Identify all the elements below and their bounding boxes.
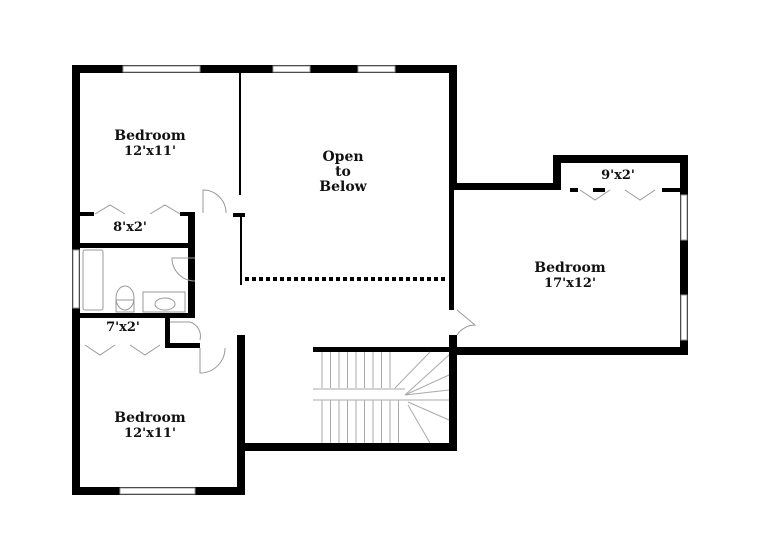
room-name: Bedroom (114, 410, 186, 426)
room-dimensions: 8'x2' (113, 220, 147, 235)
room-dimensions: 9'x2' (601, 168, 635, 183)
room-dimensions: 7'x2' (106, 320, 140, 335)
stair-tread (404, 389, 450, 396)
doors (84, 189, 656, 374)
wall-open-right (449, 65, 457, 190)
label-line: Open (322, 149, 364, 165)
room-label-bedroom-3: Bedroom 12'x11' (114, 410, 186, 442)
wall-right (680, 155, 688, 355)
room-dimensions: 17'x12' (544, 276, 596, 291)
sink (154, 297, 176, 311)
room-label-bedroom-2: Bedroom 17'x12' (534, 260, 606, 292)
stair-tread (404, 374, 450, 396)
stair-tread (407, 404, 431, 444)
stair-tread (407, 401, 450, 421)
stair-tread (394, 351, 431, 389)
room-label-closet-7x2: 7'x2' (106, 320, 140, 335)
windows (72, 65, 688, 495)
bathroom-fixtures (82, 249, 186, 313)
label-line: to (335, 164, 351, 180)
interior-lines (239, 73, 445, 285)
room-label-closet-8x2: 8'x2' (113, 220, 147, 235)
room-dimensions: 12'x11' (124, 426, 176, 441)
room-dimensions: 12'x11' (124, 144, 176, 159)
room-name: Bedroom (534, 260, 606, 276)
room-label-open-to-below: Open to Below (319, 150, 366, 195)
stair-tread (404, 354, 450, 396)
room-label-bedroom-1: Bedroom 12'x11' (114, 128, 186, 160)
staircase[interactable] (313, 351, 450, 444)
wall-top (72, 65, 457, 73)
toilet (115, 285, 135, 311)
room-label-closet-9x2: 9'x2' (601, 168, 635, 183)
sink-counter (142, 291, 186, 313)
label-line: Below (319, 179, 367, 195)
room-name: Bedroom (114, 128, 186, 144)
wall-bedroom-top (449, 183, 561, 190)
bathtub (82, 249, 104, 311)
